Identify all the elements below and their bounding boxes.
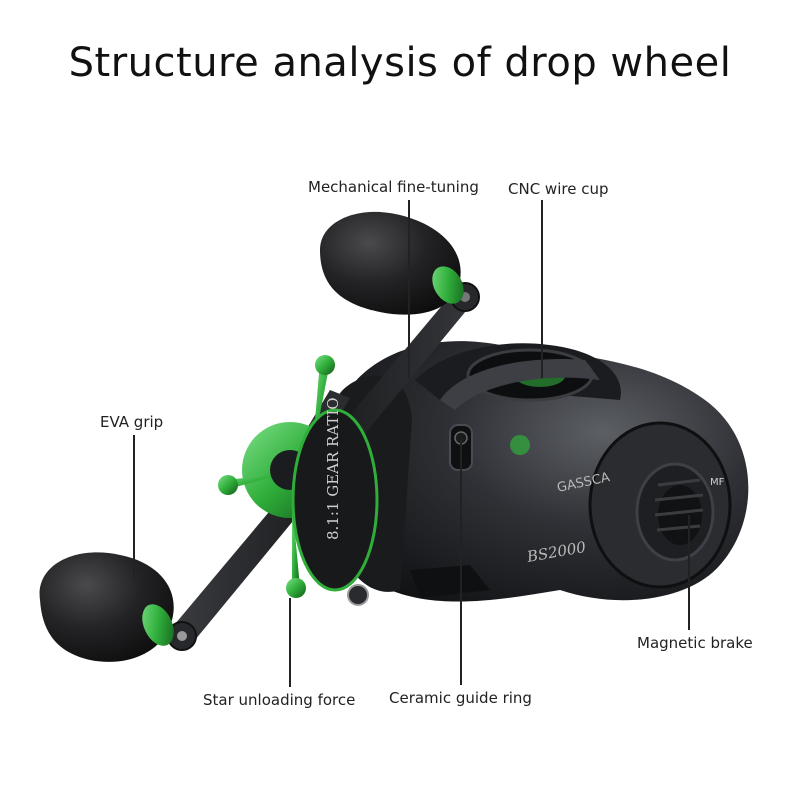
thumb-bar [410,565,490,598]
gear-housing [291,408,379,592]
spool [440,348,600,410]
screw [347,584,369,606]
label-ceramic-guide-ring: Ceramic guide ring [389,689,532,707]
label-magnetic-brake: Magnetic brake [637,634,753,652]
bottom-knob [39,552,174,662]
top-knob [320,211,464,315]
label-eva-grip: EVA grip [100,413,164,431]
leader-mechanical [408,200,410,378]
side-plate [588,421,732,589]
leader-cnc [541,200,543,378]
line-guide [449,424,530,471]
label-cnc-wire-cup: CNC wire cup [508,180,609,198]
page-title: Structure analysis of drop wheel [68,40,732,86]
dial-marking: MF [710,477,725,488]
leader-magnetic [688,515,690,630]
label-mechanical-fine-tuning: Mechanical fine-tuning [308,178,479,196]
gear-ratio-marking: 8.1:1 GEAR RATIO [324,397,342,540]
leader-star [289,598,291,687]
leader-eva [133,435,135,578]
label-star-unloading-force: Star unloading force [203,691,356,709]
leader-ceramic [460,440,462,685]
